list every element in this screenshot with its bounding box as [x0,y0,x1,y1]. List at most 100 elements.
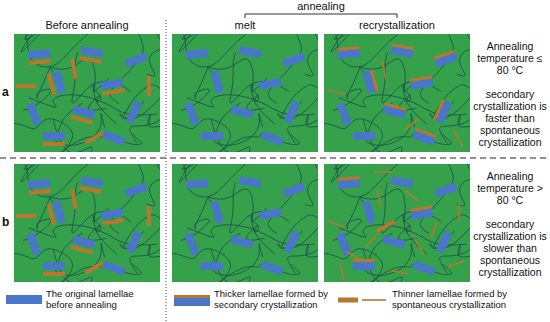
lamella [410,205,434,220]
thickened-layer [384,102,406,111]
lamella [337,46,360,59]
polymer-chain [370,264,452,282]
original-lamella [43,262,65,270]
lamella [46,200,65,225]
original-lamella [100,208,123,220]
lamella [328,221,345,227]
polymer-chain [181,67,209,111]
chain-network [172,164,318,282]
polymer-chain [179,164,223,182]
secondary-lamella [71,245,93,255]
lamella [147,76,151,96]
lamella [415,238,424,254]
lamella [147,206,151,226]
lamella [79,176,103,194]
polymer-chain [14,119,73,152]
condition-note: Annealing temperature > 80 °C [472,170,548,206]
secondary-lamella [70,59,77,79]
lamella [70,59,77,79]
polymer-chain [148,245,160,282]
polymer-chain [281,215,318,273]
polymer-chain [120,53,160,119]
polymer-chain [420,34,453,103]
lamella [186,49,209,59]
secondary-lamella [102,218,124,226]
polymer-chain [324,249,383,282]
secondary-lamella [43,272,65,276]
chain-network [14,164,160,282]
lamella [284,230,301,253]
lamella [412,128,436,146]
polymer-chain [306,245,318,282]
original-lamella [201,262,223,270]
polymer-chain [179,34,223,52]
lamella [327,90,345,93]
polymer-chain [172,249,231,282]
polymer-chain [305,34,318,76]
thickened-layer [410,75,432,82]
lamella [284,100,301,123]
row-separator [0,157,550,158]
original-lamella [258,78,281,90]
polymer-chain [333,67,361,111]
original-lamella [102,260,125,275]
lamella [382,61,385,79]
lamella [84,261,103,274]
lamella [238,176,261,188]
polymer-chain [281,85,318,143]
polymer-chain [23,67,51,111]
original-lamella [126,100,143,123]
chain-network [324,34,470,152]
original-lamella [210,70,223,93]
secondary-lamella [16,84,36,88]
secondary-lamella [70,189,77,209]
legend-text: Thicker lamellae formed by secondary cry… [214,289,334,311]
column-heading: Before annealing [17,19,157,32]
polymer-chain [333,197,361,241]
lamella [43,132,65,146]
lamella [46,70,65,95]
legend-entry: Thinner lamellae formed by spontaneous c… [338,289,544,311]
polymer-chain [278,53,318,119]
polymer-panel [0,111,199,322]
polymer-chain [181,197,209,241]
original-lamella [126,230,143,253]
sample-thin-line [362,299,386,301]
original-lamella [184,232,199,255]
lamella [390,43,414,58]
original-lamella [184,102,199,125]
lamella [71,105,96,124]
legend-text: Thinner lamellae formed by spontaneous c… [392,289,544,311]
original-lamella [28,49,51,59]
thin-lamella [431,222,437,239]
original-lamella [80,176,103,188]
lamella [448,261,465,267]
lamella [336,102,351,125]
lamella [238,46,261,58]
original-lamella [186,49,209,59]
lamella [71,235,96,254]
original-lamella [230,235,253,248]
thin-lamella [454,130,463,146]
lamella [184,102,199,125]
thin-lamella [340,263,343,281]
thickened-layer [370,70,379,92]
thickened-layer [353,259,375,262]
legend-text: The original lamellae before annealing [46,289,162,311]
original-lamella [382,235,405,248]
lamella [340,263,343,281]
lamella [184,232,199,255]
original-lamella [26,102,41,125]
original-lamella [210,200,223,223]
original-lamella [282,182,305,197]
lamella [100,78,124,96]
secondary-lamella [46,203,56,225]
lamella [366,233,378,247]
polymer-chain [218,264,300,282]
thin-lamella [458,203,460,221]
polymer-chain [430,53,470,119]
thickened-layer [392,43,414,50]
lamella [43,262,65,276]
original-lamella [434,182,457,197]
thickened-layer [337,176,359,181]
